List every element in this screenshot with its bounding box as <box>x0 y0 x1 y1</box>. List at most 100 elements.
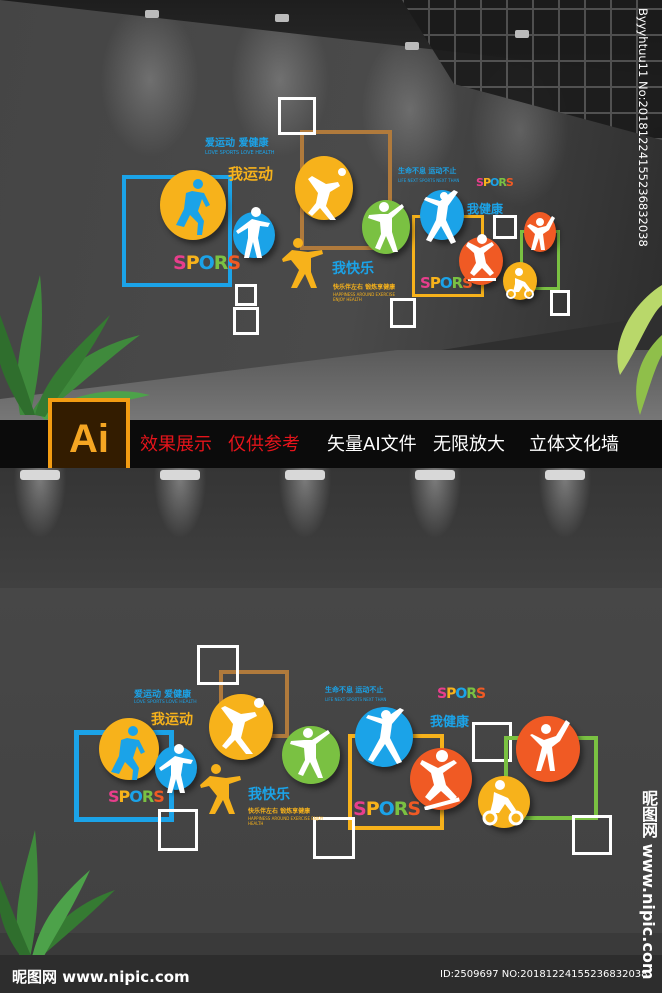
sports-letter: P <box>446 686 456 702</box>
banner-slogan: 矢量AI文件 <box>327 434 417 455</box>
ceiling-lamp <box>275 14 289 22</box>
badminton-silhouette-icon <box>530 720 570 771</box>
banner-slogan: 立体文化墙 <box>529 434 619 455</box>
white-frame <box>493 215 517 239</box>
plant-icon <box>0 830 115 960</box>
happy-sub-text: 快乐伴左右 锻炼享健康 <box>248 808 311 815</box>
karate-silhouette-icon <box>200 764 241 814</box>
life-motto-en-text: LIFE NEXT SPORTS NEXT THAN <box>398 178 460 183</box>
cyclist-silhouette-icon <box>482 780 524 826</box>
ai-label: Ai <box>69 416 109 461</box>
volleyball-silhouette-icon <box>308 168 346 220</box>
white-frame <box>313 817 355 859</box>
dancer-silhouette-icon <box>290 728 330 778</box>
white-frame <box>572 815 612 855</box>
jumper-silhouette-icon <box>236 207 270 258</box>
site-watermark: 昵图网 www.nipic.com <box>12 968 190 986</box>
sports-letter: S <box>476 686 486 702</box>
i-healthy-text: 我健康 <box>467 202 504 216</box>
white-frame <box>235 284 257 306</box>
spotlight-lamp <box>545 470 585 480</box>
badminton-silhouette-icon <box>527 216 555 250</box>
life-motto-en-text: LIFE NEXT SPORTS NEXT THAN <box>325 697 387 702</box>
i-move-text: 我运动 <box>228 165 274 183</box>
karate-silhouette-icon <box>282 238 323 288</box>
skater-silhouette-icon <box>466 234 496 281</box>
ceiling-lamp <box>145 10 159 18</box>
spotlight <box>5 468 75 588</box>
sports-letter: O <box>490 176 499 189</box>
sports-letter: R <box>393 798 409 820</box>
ceiling <box>0 468 662 588</box>
love-sport-text: 爱运动 爱健康 <box>134 690 192 700</box>
dancer-silhouette-icon <box>368 202 404 252</box>
image-id: ID:2509697 NO:20181224155236832038 <box>440 969 648 980</box>
i-move-text: 我运动 <box>151 712 193 728</box>
life-motto-text: 生命不息 运动不止 <box>398 167 457 175</box>
i-happy-text: 我快乐 <box>248 787 290 803</box>
runner-silhouette-icon <box>111 726 145 780</box>
sports-letter: S <box>437 686 447 702</box>
sports-letter: O <box>378 798 395 820</box>
sports-logo: SPORS <box>437 686 486 702</box>
volleyball-silhouette-icon <box>221 698 264 754</box>
sports-logo: SPORS <box>476 176 514 189</box>
sports-letter: S <box>505 176 514 189</box>
top-scene: 爱运动 爱健康 LOVE SPORTS LOVE HEALTH 我运动 我快乐 … <box>0 0 662 420</box>
footer-bar <box>0 955 662 993</box>
sports-letter: S <box>227 252 241 274</box>
white-frame <box>278 97 316 135</box>
sports-letter: S <box>173 252 187 274</box>
skater-silhouette-icon <box>420 750 460 810</box>
cyclist-silhouette-icon <box>506 268 534 299</box>
spotlight-lamp <box>20 470 60 480</box>
love-sport-text: 爱运动 爱健康 <box>205 138 269 149</box>
spotlight-lamp <box>415 470 455 480</box>
sports-letter: O <box>455 686 467 702</box>
sports-letter: S <box>420 274 431 292</box>
sports-letter: S <box>462 274 473 292</box>
sports-letter: R <box>498 176 507 189</box>
spotlight <box>530 468 600 588</box>
banner-slogan: 效果展示 <box>140 434 212 455</box>
sports-letter: P <box>185 252 200 274</box>
watermark-vertical: 昵图网 www.nipic.com <box>639 790 658 980</box>
sports-logo: SPORS <box>420 274 473 292</box>
i-happy-text: 我快乐 <box>332 261 374 277</box>
sports-letter: S <box>353 798 367 820</box>
sports-letter: O <box>129 787 143 806</box>
sports-logo: SPORS <box>353 798 421 820</box>
love-sport-en-text: LOVE SPORTS LOVE HEALTH <box>134 700 197 705</box>
sports-letter: P <box>429 274 441 292</box>
sports-letter: P <box>482 176 491 189</box>
white-frame <box>390 298 416 328</box>
gymnast-silhouette-icon <box>424 190 458 244</box>
happy-sub-en-text: HAPPINESS AROUND EXERCISE ENJOY HEALTH <box>333 292 395 302</box>
sports-letter: S <box>476 176 484 189</box>
watermark-vertical: Byyyhtuu11 No:20181224155236832038 <box>636 8 650 247</box>
sports-letter: P <box>118 787 131 806</box>
sports-letter: S <box>407 798 421 820</box>
jumper-silhouette-icon <box>159 744 193 793</box>
top-wall-art: 爱运动 爱健康 LOVE SPORTS LOVE HEALTH 我运动 我快乐 … <box>0 0 662 420</box>
sports-letter: S <box>153 787 164 806</box>
spotlight-lamp <box>160 470 200 480</box>
sports-letter: R <box>451 274 464 292</box>
banner-slogan: 仅供参考 <box>228 434 300 455</box>
gymnast-silhouette-icon <box>366 708 404 764</box>
i-healthy-text: 我健康 <box>430 715 470 730</box>
sports-letter: O <box>439 274 453 292</box>
sports-logo: SPORS <box>108 787 165 806</box>
sports-letter: S <box>108 787 119 806</box>
ceiling-lamp <box>515 30 529 38</box>
life-motto-text: 生命不息 运动不止 <box>325 686 384 694</box>
sports-letter: R <box>141 787 154 806</box>
banner-slogan: 无限放大 <box>433 434 505 455</box>
white-frame <box>233 307 259 335</box>
ceiling-lamp <box>405 42 419 50</box>
runner-silhouette-icon <box>176 179 210 235</box>
white-frame <box>197 645 239 685</box>
white-frame <box>472 722 512 762</box>
white-frame <box>550 290 570 316</box>
sports-letter: O <box>198 252 215 274</box>
